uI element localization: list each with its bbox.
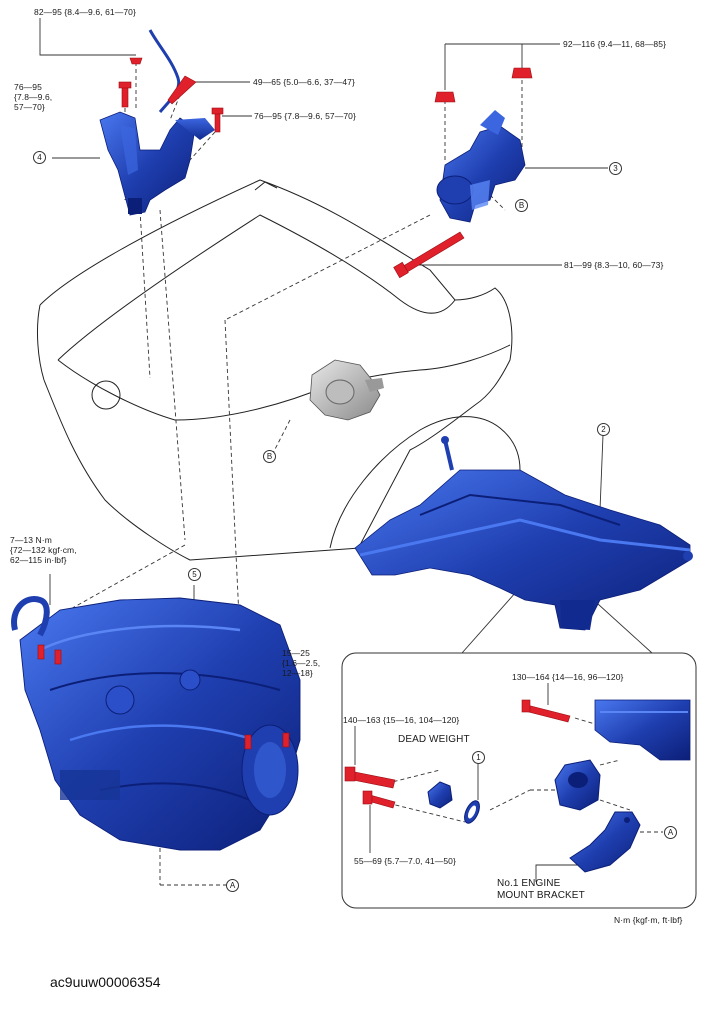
vehicle-body-outline [36,179,521,561]
torque-15-25-line2: {1.6—2.5, [282,658,321,668]
torque-7-13: 7—13 N·m {72—132 kgf·cm, 62—115 in·lbf} [10,535,110,565]
torque-76-95-left-line2: {7.8—9.6, [14,92,53,102]
inset-part-1-washer [464,800,480,824]
inset-dead-weight [427,781,453,809]
torque-76-95-left-line1: 76—95 [14,82,42,92]
callout-4: 4 [33,151,46,164]
torque-130-164: 130—164 {14—16, 96—120} [512,672,624,682]
torque-7-13-line2: {72—132 kgf·cm, [10,545,77,555]
units-legend: N·m {kgf·m, ft·lbf} [614,915,683,925]
part-5-engine [11,596,301,851]
part-4-bracket [99,29,215,216]
callout-1: 1 [472,751,485,764]
torque-76-95-right: 76—95 {7.8—9.6, 57—70} [254,111,356,121]
torque-76-95-left: 76—95 {7.8—9.6, 57—70} [14,82,84,112]
label-no1-line2: MOUNT BRACKET [497,890,585,901]
label-no1-line1: No.1 ENGINE [497,878,561,889]
callout-3: 3 [609,162,622,175]
detail-inset-frame [341,652,697,909]
torque-15-25-line3: 12—18} [282,668,313,678]
torque-15-25: 15—25 {1.6—2.5, 12—18} [282,648,342,678]
inset-no1-bracket [569,811,641,873]
torque-15-25-line1: 15—25 [282,648,310,658]
callout-5: 5 [188,568,201,581]
part-2-subframe [354,436,693,631]
inset-mount-rubber [554,759,601,811]
torque-7-13-line1: 7—13 N·m [10,535,52,545]
callout-b-body: B [263,450,276,463]
bolts-and-nuts [37,57,571,809]
inset-frame-section [594,699,691,761]
torque-81-99: 81—99 {8.3—10, 60—73} [564,260,664,270]
label-dead-weight: DEAD WEIGHT [398,734,470,745]
torque-82-95: 82—95 {8.4—9.6, 61—70} [34,7,136,17]
callout-a-inset: A [664,826,677,839]
part-3-mount [436,110,526,223]
torque-7-13-line3: 62—115 in·lbf} [10,555,67,565]
grey-mount-b [309,359,384,421]
callout-2: 2 [597,423,610,436]
torque-49-65: 49—65 {5.0—6.6, 37—47} [253,77,355,87]
callout-a-engine: A [226,879,239,892]
torque-140-163: 140—163 {15—16, 104—120} [343,715,460,725]
document-id: ac9uuw00006354 [50,974,161,990]
callout-b-top: B [515,199,528,212]
torque-92-116: 92—116 {9.4—11, 68—85} [563,39,667,49]
label-no1-engine-mount-bracket: No.1 ENGINE MOUNT BRACKET [497,878,627,902]
torque-55-69: 55—69 {5.7—7.0, 41—50} [354,856,456,866]
torque-76-95-left-line3: 57—70} [14,102,45,112]
